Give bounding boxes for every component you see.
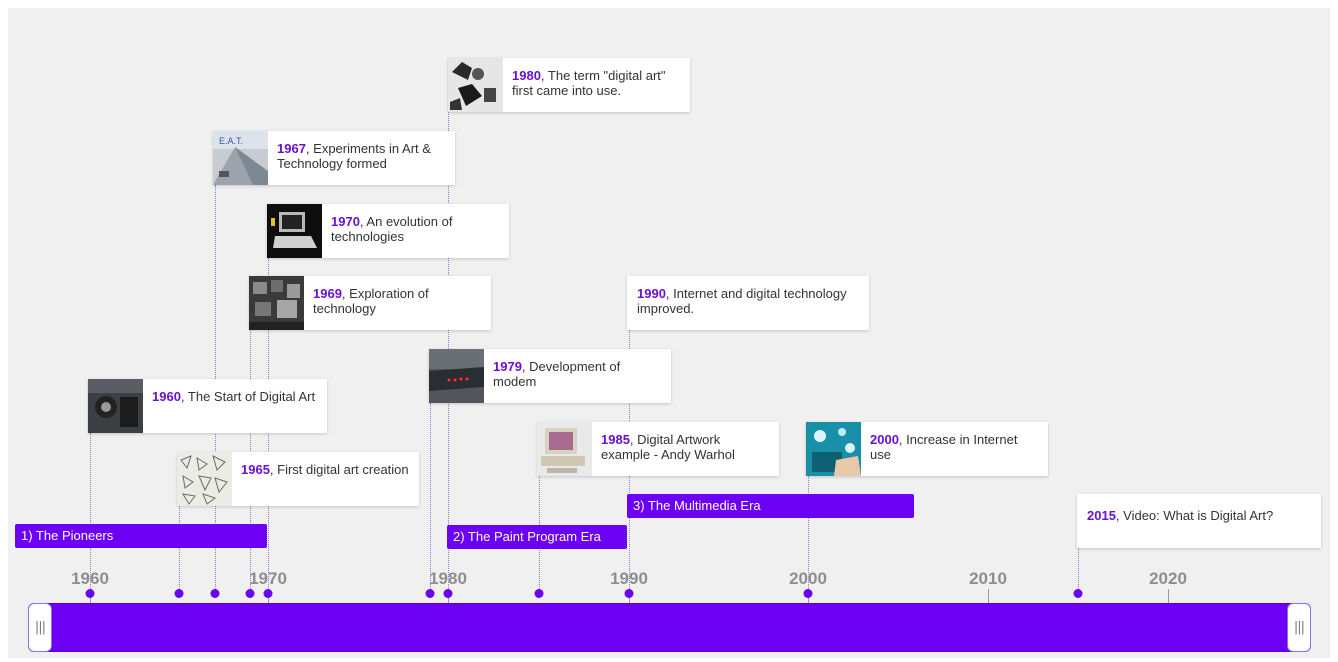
event-card-1985[interactable]: 1985, Digital Artwork example - Andy War… [537, 422, 779, 476]
event-card-1969[interactable]: 1969, Exploration of technology [249, 276, 491, 330]
event-year-1980: 1980 [512, 68, 541, 83]
event-title-2015: , Video: What is Digital Art? [1115, 508, 1274, 523]
axis-label-1960: 1960 [71, 569, 109, 588]
event-thumbnail-1970 [267, 204, 322, 258]
event-year-2000: 2000 [870, 432, 899, 447]
axis-tick-1970 [268, 589, 269, 609]
axis-label-1980: 1980 [429, 569, 467, 588]
timeline-navigator[interactable]: ||| ||| [28, 603, 1311, 652]
event-text-1960: 1960, The Start of Digital Art [143, 379, 325, 404]
event-marker-1967[interactable] [210, 589, 220, 598]
event-year-2015: 2015 [1087, 508, 1116, 523]
event-marker-2000[interactable] [803, 589, 813, 598]
event-card-2015[interactable]: 2015, Video: What is Digital Art? [1077, 494, 1321, 548]
connector-1965 [179, 506, 180, 593]
event-text-2015: 2015, Video: What is Digital Art? [1077, 494, 1283, 523]
era-bar-pioneers[interactable]: 1) The Pioneers [15, 524, 267, 548]
event-card-1990[interactable]: 1990, Internet and digital technology im… [627, 276, 869, 330]
era-bar-paint-program[interactable]: 2) The Paint Program Era [447, 525, 627, 549]
connector-1979 [430, 403, 431, 593]
event-card-2000[interactable]: 2000, Increase in Internet use [806, 422, 1048, 476]
event-card-1979[interactable]: 1979, Development of modem [429, 349, 671, 403]
svg-text:E.A.T.: E.A.T. [219, 136, 243, 146]
event-marker-1960[interactable] [85, 589, 95, 598]
event-thumbnail-1979 [429, 349, 484, 403]
event-text-1970: 1970, An evolution of technologies [322, 204, 509, 244]
axis-tick-2010 [988, 589, 989, 609]
event-title-1965: , First digital art creation [269, 462, 409, 477]
axis-label-1990: 1990 [610, 569, 648, 588]
event-year-1990: 1990 [637, 286, 666, 301]
event-marker-1970[interactable] [263, 589, 273, 598]
event-title-1990: , Internet and digital technology improv… [637, 286, 847, 316]
event-year-1960: 1960 [152, 389, 181, 404]
grip-icon: ||| [34, 620, 46, 635]
connector-2015 [1078, 548, 1079, 593]
event-card-1980[interactable]: 1980, The term "digital art" first came … [448, 58, 690, 112]
navigator-left-handle[interactable]: ||| [28, 603, 52, 652]
grip-icon: ||| [1293, 620, 1305, 635]
event-thumbnail-2000 [806, 422, 861, 476]
event-title-1970: , An evolution of technologies [331, 214, 453, 244]
axis-label-2020: 2020 [1149, 569, 1187, 588]
event-year-1967: 1967 [277, 141, 306, 156]
event-marker-1985[interactable] [534, 589, 544, 598]
event-title-1969: , Exploration of technology [313, 286, 429, 316]
event-thumbnail-1980 [448, 58, 503, 112]
axis-label-2010: 2010 [969, 569, 1007, 588]
event-thumbnail-1967: E.A.T. [213, 131, 268, 185]
event-text-2000: 2000, Increase in Internet use [861, 422, 1048, 462]
event-title-1967: , Experiments in Art & Technology formed [277, 141, 431, 171]
axis-tick-2000 [808, 589, 809, 609]
event-thumbnail-1960 [88, 379, 143, 433]
event-year-1965: 1965 [241, 462, 270, 477]
event-year-1970: 1970 [331, 214, 360, 229]
event-thumbnail-1965 [177, 452, 232, 506]
event-thumbnail-1969 [249, 276, 304, 330]
navigator-right-handle[interactable]: ||| [1287, 603, 1311, 652]
axis-tick-1980 [448, 589, 449, 609]
event-marker-1969[interactable] [245, 589, 255, 598]
event-marker-1979[interactable] [425, 589, 435, 598]
event-card-1965[interactable]: 1965, First digital art creation [177, 452, 419, 506]
event-text-1990: 1990, Internet and digital technology im… [627, 276, 869, 316]
event-text-1980: 1980, The term "digital art" first came … [503, 58, 690, 98]
event-title-1979: , Development of modem [493, 359, 621, 389]
era-bar-multimedia[interactable]: 3) The Multimedia Era [627, 494, 914, 518]
event-marker-1980[interactable] [443, 589, 453, 598]
event-marker-1965[interactable] [174, 589, 184, 598]
event-year-1979: 1979 [493, 359, 522, 374]
connector-1960 [90, 433, 91, 593]
axis-label-2000: 2000 [789, 569, 827, 588]
event-card-1960[interactable]: 1960, The Start of Digital Art [88, 379, 327, 433]
axis-label-1970: 1970 [249, 569, 287, 588]
event-text-1979: 1979, Development of modem [484, 349, 671, 389]
axis-tick-1990 [629, 589, 630, 609]
event-marker-2015[interactable] [1073, 589, 1083, 598]
connector-2000 [808, 476, 809, 593]
event-text-1969: 1969, Exploration of technology [304, 276, 491, 316]
event-marker-1990[interactable] [624, 589, 634, 598]
event-title-1960: , The Start of Digital Art [180, 389, 316, 404]
event-year-1969: 1969 [313, 286, 342, 301]
event-text-1967: 1967, Experiments in Art & Technology fo… [268, 131, 455, 171]
event-text-1965: 1965, First digital art creation [232, 452, 419, 477]
axis-tick-2020 [1168, 589, 1169, 609]
timeline-canvas[interactable]: 1980, The term "digital art" first came … [8, 8, 1330, 658]
event-thumbnail-1985 [537, 422, 592, 476]
event-title-2000: , Increase in Internet use [870, 432, 1018, 462]
event-title-1980: , The term "digital art" first came into… [512, 68, 666, 98]
event-card-1967[interactable]: E.A.T. 1967, Experiments in Art & Techno… [213, 131, 455, 185]
axis-tick-1960 [90, 589, 91, 609]
event-title-1985: , Digital Artwork example - Andy Warhol [601, 432, 735, 462]
event-text-1985: 1985, Digital Artwork example - Andy War… [592, 422, 779, 462]
event-year-1985: 1985 [601, 432, 630, 447]
event-card-1970[interactable]: 1970, An evolution of technologies [267, 204, 509, 258]
